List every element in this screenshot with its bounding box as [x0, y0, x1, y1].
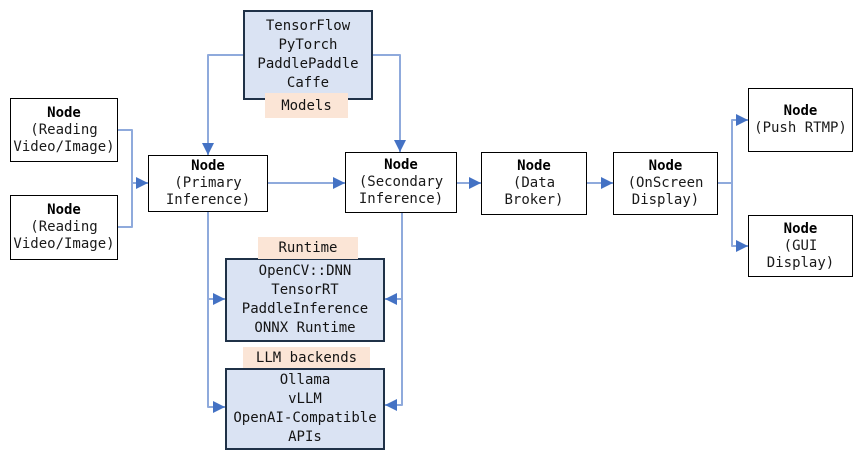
node-title: Node	[47, 202, 81, 218]
connector-reading-bracket	[118, 129, 133, 228]
node-title: Node	[517, 158, 551, 174]
node-title: Node	[783, 220, 818, 237]
connector-osd-to-gui	[731, 183, 748, 252]
runtime-group-label: Runtime	[258, 237, 358, 259]
connector-primary-to-llm	[207, 212, 225, 413]
connector-secondary-to-llm	[385, 213, 403, 411]
node-title: Node	[191, 158, 225, 174]
node-subtitle: (Push RTMP)	[754, 120, 847, 136]
node-title: Node	[648, 158, 683, 174]
connector-osd-to-rtmp	[718, 114, 748, 184]
node-title: Node	[384, 157, 418, 173]
node-push-rtmp: Node (Push RTMP)	[748, 88, 853, 152]
node-title: Node	[783, 103, 818, 119]
models-group-label: Models	[265, 93, 348, 118]
connector-models-to-primary	[202, 54, 243, 155]
node-title: Node	[47, 104, 81, 121]
connector-models-to-secondary	[373, 54, 406, 152]
llm-backends-group-label: LLM backends	[243, 347, 370, 368]
